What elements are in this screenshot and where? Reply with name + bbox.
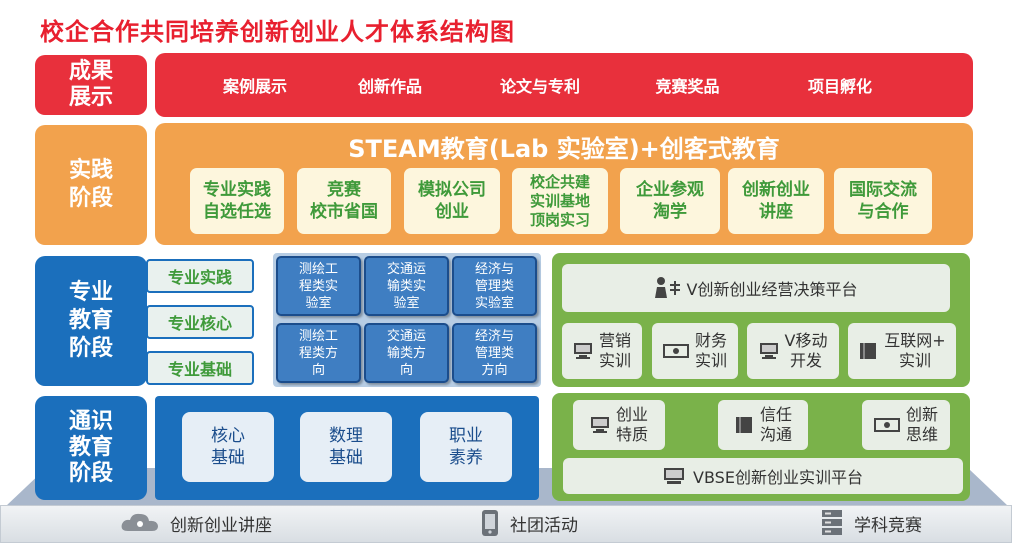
training-marketing: 营销 实训 [562, 323, 642, 379]
base-item-contest: 学科竞赛 [820, 507, 922, 539]
book-icon [860, 343, 877, 359]
training-label: 财务 实训 [694, 331, 727, 370]
training-label: 互联网+ 实训 [884, 331, 946, 370]
result-item: 论文与专利 [499, 77, 580, 96]
practice-item: 企业参观 淘学 [620, 168, 720, 234]
quality-innovation: 创新 思维 [862, 400, 950, 450]
diagram-title: 校企合作共同培养创新创业人才体系结构图 [40, 18, 515, 46]
result-item: 创新作品 [357, 77, 422, 96]
specialty-tab-core: 专业核心 [146, 305, 254, 339]
lab-box: 交通运 输类实 验室 [364, 256, 449, 316]
computer-icon [573, 343, 592, 359]
quality-entrepreneur: 创业 特质 [573, 400, 665, 450]
training-label: V移动 开发 [784, 331, 828, 370]
computer-icon [759, 343, 778, 359]
practice-item: 专业实践 自选任选 [190, 168, 284, 234]
training-label: 营销 实训 [598, 331, 631, 370]
stage-label-general: 通识 教育 阶段 [35, 396, 147, 500]
cash-icon [873, 418, 900, 432]
computer-icon [664, 468, 685, 484]
platform-decision-label: V创新创业经营决策平台 [686, 280, 858, 299]
lab-box: 测绘工 程类实 验室 [276, 256, 361, 316]
quality-label: 信任 沟通 [759, 405, 792, 444]
direction-box: 交通运 输类方 向 [364, 323, 449, 383]
stage-label-result: 成果 展示 [35, 55, 147, 115]
computer-icon [590, 417, 609, 433]
general-item: 数理 基础 [300, 412, 392, 482]
general-item: 职业 素养 [420, 412, 512, 482]
base-platform-front [0, 505, 1012, 543]
practice-item: 校企共建 实训基地 顶岗实习 [512, 168, 608, 234]
stage-label-professional: 专业 教育 阶段 [35, 256, 147, 386]
result-item: 案例展示 [222, 77, 287, 96]
direction-box: 测绘工 程类方 向 [276, 323, 361, 383]
practice-item: 国际交流 与合作 [834, 168, 932, 234]
phone-icon [482, 510, 498, 536]
result-item: 项目孵化 [807, 77, 872, 96]
specialty-tab-practice: 专业实践 [146, 259, 254, 293]
practice-item: 模拟公司 创业 [404, 168, 500, 234]
cloud-icon [121, 513, 158, 531]
practice-heading: STEAM教育(Lab 实验室)+创客式教育 [348, 134, 780, 163]
direction-box: 经济与 管理类 方向 [452, 323, 537, 383]
base-item-club: 社团活动 [480, 507, 578, 539]
platform-vbse: VBSE创新创业实训平台 [563, 458, 963, 494]
person-icon [654, 277, 680, 298]
stage-label-practice: 实践 阶段 [35, 125, 147, 245]
cash-icon [662, 344, 689, 358]
quality-label: 创新 思维 [905, 405, 938, 444]
practice-item: 竞赛 校市省国 [297, 168, 391, 234]
quality-label: 创业 特质 [615, 405, 648, 444]
base-label-club: 社团活动 [510, 515, 578, 536]
practice-item: 创新创业 讲座 [728, 168, 824, 234]
lab-box: 经济与 管理类 实验室 [452, 256, 537, 316]
training-mobile: V移动 开发 [747, 323, 839, 379]
book-icon [735, 417, 752, 433]
base-item-lecture: 创新创业讲座 [120, 507, 272, 539]
base-label-lecture: 创新创业讲座 [170, 515, 272, 536]
server-icon [822, 510, 842, 535]
quality-trust: 信任 沟通 [718, 400, 808, 450]
training-internet: 互联网+ 实训 [848, 323, 956, 379]
specialty-tab-basic: 专业基础 [146, 351, 254, 385]
platform-vbse-label: VBSE创新创业实训平台 [693, 468, 863, 487]
platform-decision: V创新创业经营决策平台 [562, 264, 950, 312]
result-item: 竞赛奖品 [655, 77, 720, 96]
training-finance: 财务 实训 [652, 323, 738, 379]
result-bar [155, 53, 973, 117]
base-label-contest: 学科竞赛 [854, 515, 922, 536]
general-item: 核心 基础 [182, 412, 274, 482]
